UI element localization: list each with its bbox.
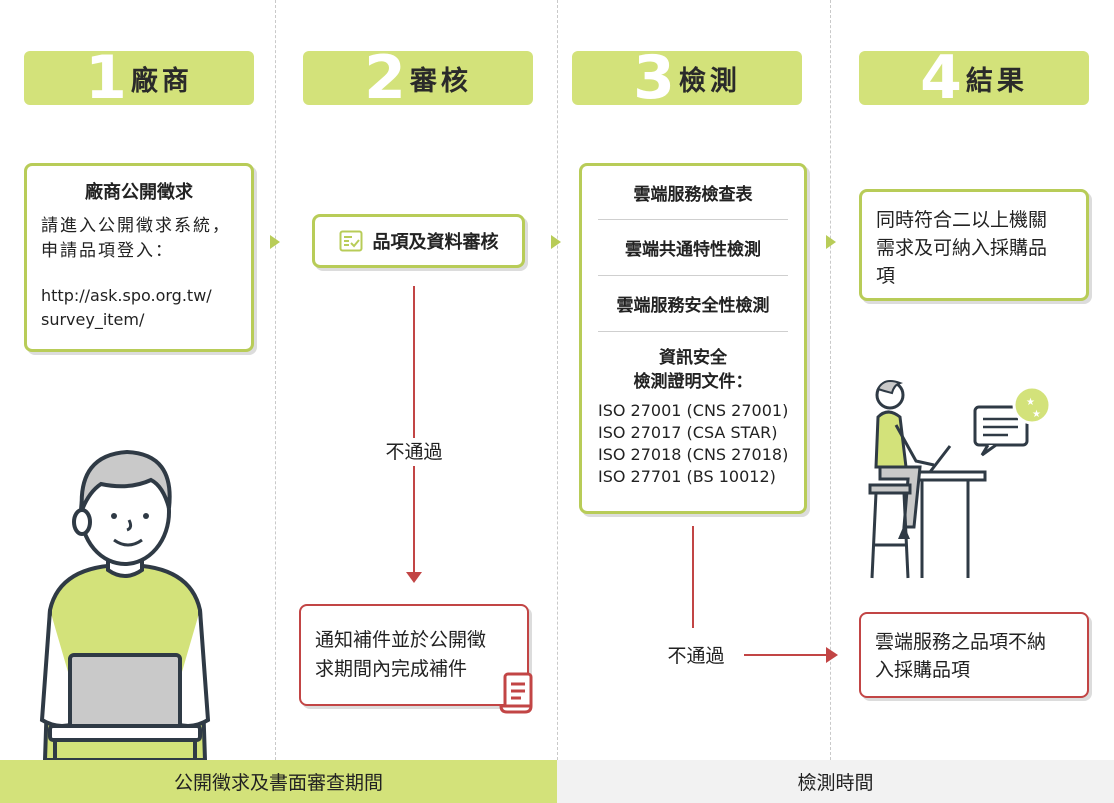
cert-item: ISO 27001 (CNS 27001)	[598, 401, 789, 420]
vendor-url-line1: http://ask.spo.org.tw/	[41, 286, 212, 305]
fail-arrow-line	[413, 286, 415, 573]
column-divider-2	[557, 0, 558, 760]
arrow-down-icon	[406, 572, 422, 583]
stage-label: 結果	[965, 65, 1028, 97]
fail-label-test: 不通過	[667, 645, 725, 667]
result-pass-line1: 同時符合二以上機關	[876, 209, 1048, 231]
vendor-person-illustration	[39, 450, 211, 762]
stage-header-review: 2 審核	[303, 43, 533, 113]
cert-item: ISO 27018 (CNS 27018)	[598, 445, 789, 464]
cert-item: ISO 27017 (CSA STAR)	[598, 423, 778, 442]
separator	[598, 275, 788, 276]
arrow-right-icon	[551, 235, 561, 249]
fail-arrow-horizontal	[744, 654, 826, 656]
test-item: 雲端共通特性檢測	[625, 240, 761, 260]
stage-label: 檢測	[678, 65, 741, 97]
result-fail-box: 雲端服務之品項不納 入採購品項	[859, 612, 1089, 698]
checklist-icon	[339, 230, 362, 252]
svg-text:★: ★	[1032, 409, 1041, 420]
fail-line-test	[692, 526, 694, 628]
arrow-right-red-icon	[826, 647, 838, 663]
svg-text:★: ★	[1026, 397, 1035, 408]
stage-number: 3	[633, 43, 675, 113]
bottom-label-left: 公開徵求及書面審查期間	[173, 772, 383, 794]
stage-header-result: 4 結果	[859, 43, 1089, 113]
stage-number: 4	[920, 43, 962, 113]
stage-number: 2	[364, 43, 406, 113]
arrow-right-icon	[826, 235, 836, 249]
cert-item: ISO 27701 (BS 10012)	[598, 467, 776, 486]
review-box: 品項及資料審核	[312, 214, 525, 268]
stage-label: 審核	[409, 65, 472, 97]
bottom-bar-test-period: 檢測時間	[557, 760, 1114, 803]
result-fail-line1: 雲端服務之品項不納	[875, 631, 1047, 653]
review-box-label: 品項及資料審核	[372, 232, 499, 253]
notify-line2: 求期間內完成補件	[315, 658, 468, 680]
column-divider-1	[275, 0, 276, 760]
bottom-label-right: 檢測時間	[797, 772, 874, 794]
notify-box: 通知補件並於公開徵 求期間內完成補件	[299, 604, 533, 714]
result-pass-line2: 需求及可納入採購品	[876, 237, 1048, 259]
stage-header-test: 3 檢測	[572, 43, 802, 113]
cert-title-2: 檢測證明文件：	[633, 372, 753, 392]
test-box: 雲端服務檢查表 雲端共通特性檢測 雲端服務安全性檢測 資訊安全 檢測證明文件： …	[579, 163, 807, 514]
test-item: 雲端服務檢查表	[633, 185, 753, 205]
bottom-bar-review-period: 公開徵求及書面審查期間	[0, 760, 557, 803]
cert-list: ISO 27001 (CNS 27001) ISO 27017 (CSA STA…	[582, 394, 804, 488]
cert-title-1: 資訊安全	[659, 348, 727, 368]
stage-label: 廠商	[130, 65, 193, 97]
fail-label-review: 不通過	[374, 438, 454, 466]
result-pass-line3: 項	[876, 265, 896, 287]
result-person-illustration: ★ ★	[868, 380, 1052, 579]
result-fail-line2: 入採購品項	[875, 659, 971, 681]
separator	[598, 331, 788, 332]
arrow-right-icon	[270, 235, 280, 249]
stage-header-vendor: 1 廠商	[24, 43, 254, 113]
vendor-url-line2: survey_item/	[41, 310, 145, 329]
test-item: 雲端服務安全性檢測	[616, 296, 770, 316]
separator	[598, 219, 788, 220]
vendor-box-title: 廠商公開徵求	[85, 182, 193, 203]
notify-line1: 通知補件並於公開徵	[315, 629, 487, 651]
stage-number: 1	[85, 43, 127, 113]
document-scroll-icon	[499, 672, 533, 714]
result-pass-box: 同時符合二以上機關 需求及可納入採購品 項	[859, 189, 1089, 301]
column-divider-3	[830, 0, 831, 760]
vendor-box: 廠商公開徵求 請進入公開徵求系統，申請品項登入： http://ask.spo.…	[24, 163, 254, 352]
vendor-box-text: 請進入公開徵求系統，申請品項登入：	[41, 216, 231, 261]
